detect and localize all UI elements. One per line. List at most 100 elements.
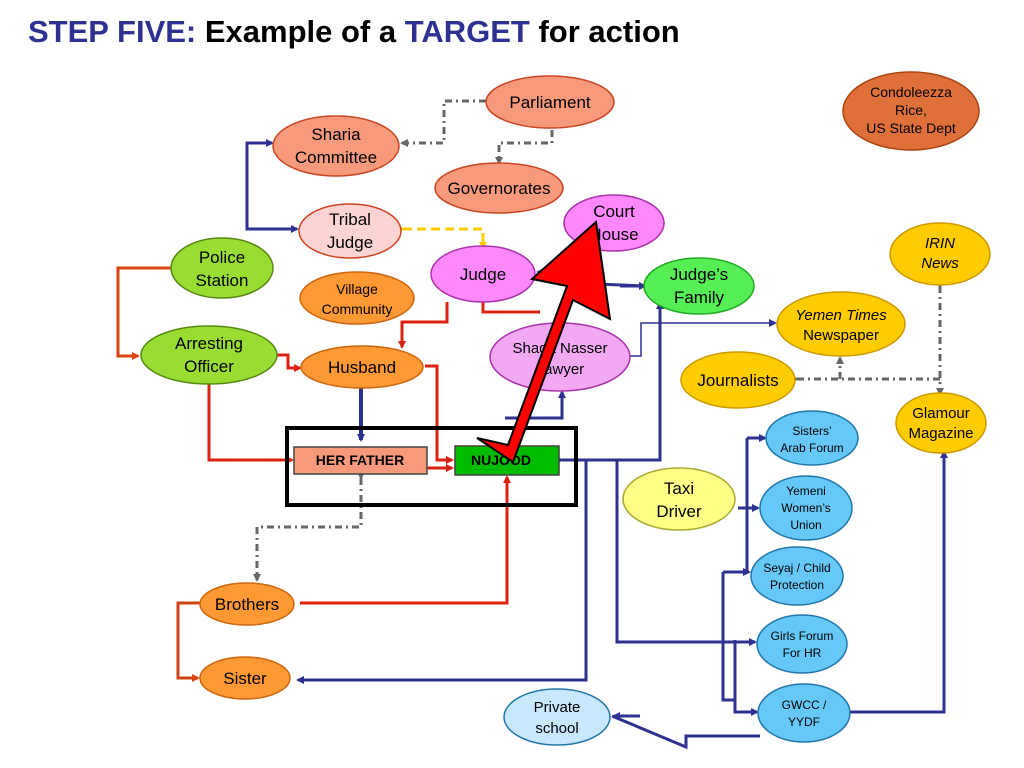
node-village-community[interactable]: Village Community	[299, 271, 415, 325]
node-seyaj-line2: Protection	[770, 578, 824, 592]
connector-gwcc-school	[611, 714, 760, 750]
title-example: Example of a	[196, 14, 405, 49]
node-condoleezza-line2: Rice,	[895, 102, 927, 118]
node-yemeni-line1: Yemeni	[786, 484, 826, 498]
node-taxi-line1: Taxi	[664, 479, 694, 498]
connectors	[116, 97, 948, 750]
node-officer-line1: Arresting	[175, 334, 243, 353]
node-sisters-line1: Sisters’	[792, 424, 831, 438]
node-judge[interactable]: Judge	[430, 245, 536, 303]
node-village-line2: Community	[322, 301, 393, 317]
title-step: STEP FIVE:	[28, 14, 197, 49]
node-judges-family-line1: Judge’s	[670, 265, 728, 284]
node-tribal-line1: Tribal	[329, 210, 371, 229]
connector-tribal-judge-judge	[397, 225, 487, 250]
title-action: for action	[529, 14, 680, 49]
node-irin-line1: IRIN	[925, 235, 955, 252]
node-journalists[interactable]: Journalists	[680, 351, 796, 409]
node-yemeni-line3: Union	[790, 518, 821, 532]
node-taxi-driver[interactable]: Taxi Driver	[622, 467, 736, 531]
node-governorates[interactable]: Governorates	[434, 162, 564, 214]
node-police-line2: Station	[196, 271, 249, 290]
connector-judge-husband	[398, 302, 449, 349]
node-journalists-label: Journalists	[697, 371, 778, 390]
connector-father-brothers	[253, 472, 365, 582]
node-girls-forum-line2: For HR	[783, 646, 822, 660]
connector-ngo-trunk	[721, 438, 749, 702]
node-sister[interactable]: Sister	[199, 656, 291, 700]
connector-parliament-sharia	[400, 97, 492, 147]
node-brothers[interactable]: Brothers	[199, 582, 295, 626]
node-arresting-officer[interactable]: Arresting Officer	[140, 325, 278, 385]
connector-nujood-family	[556, 301, 664, 464]
node-officer-line2: Officer	[184, 357, 234, 376]
node-glamour[interactable]: Glamour Magazine	[895, 392, 987, 454]
node-gwcc[interactable]: GWCC / YYDF	[757, 683, 851, 743]
connector-brothers-nujood	[300, 475, 511, 605]
node-seyaj-line1: Seyaj / Child	[763, 561, 830, 575]
node-girls-forum-line1: Girls Forum	[771, 629, 834, 643]
connector-husband-nujood	[425, 364, 454, 464]
node-parliament[interactable]: Parliament	[485, 75, 615, 129]
slide-title: STEP FIVE: Example of a TARGET for actio…	[28, 14, 680, 50]
node-judges-family[interactable]: Judge’s Family	[643, 257, 755, 315]
node-sharia-line1: Sharia	[311, 125, 361, 144]
node-condoleezza[interactable]: Condoleezza Rice, US State Dept	[842, 71, 980, 151]
node-governorates-label: Governorates	[448, 179, 551, 198]
node-village-line1: Village	[336, 281, 378, 297]
node-police-station[interactable]: Police Station	[170, 237, 274, 299]
node-police-line1: Police	[199, 248, 245, 267]
node-tribal-line2: Judge	[327, 233, 373, 252]
node-court-line2: House	[589, 225, 638, 244]
connector-to-gwcc	[733, 640, 759, 716]
node-school-line1: Private	[534, 699, 581, 716]
node-lawyer[interactable]: Shada Nasser Lawyer	[489, 322, 631, 392]
node-sisters-arab-forum[interactable]: Sisters’ Arab Forum	[765, 410, 859, 466]
connector-officer-husband	[277, 353, 302, 372]
node-condoleezza-line3: US State Dept	[866, 120, 956, 136]
node-yemen-times-line1: Yemen Times	[795, 307, 887, 324]
connector-judge-lawyer	[481, 302, 540, 314]
node-court-line1: Court	[593, 202, 635, 221]
node-girls-forum[interactable]: Girls Forum For HR	[756, 614, 848, 674]
node-husband[interactable]: Husband	[300, 345, 424, 389]
connector-lawyer-yemen-times	[630, 319, 777, 357]
connector-parliament-governorates	[495, 130, 554, 165]
node-sharia-committee[interactable]: Sharia Committee	[272, 115, 400, 177]
node-parliament-label: Parliament	[509, 93, 591, 112]
node-gwcc-line1: GWCC /	[782, 698, 827, 712]
node-gwcc-line2: YYDF	[788, 715, 820, 729]
node-judges-family-line2: Family	[674, 288, 725, 307]
node-seyaj[interactable]: Seyaj / Child Protection	[750, 546, 844, 606]
node-sister-label: Sister	[223, 669, 267, 688]
node-condoleezza-line1: Condoleezza	[870, 84, 952, 100]
node-tribal-judge[interactable]: Tribal Judge	[298, 203, 402, 259]
node-her-father-label: HER FATHER	[316, 452, 404, 468]
connector-gwcc-glamour	[844, 450, 948, 716]
node-her-father[interactable]: HER FATHER	[293, 446, 428, 475]
connector-nujood-sister	[296, 460, 588, 684]
connector-police-officer	[116, 266, 172, 360]
node-irin-news[interactable]: IRIN News	[889, 222, 991, 286]
connector-brothers-sister	[176, 601, 204, 682]
node-taxi-line2: Driver	[656, 502, 702, 521]
node-school-line2: school	[535, 720, 578, 737]
node-lawyer-line1: Shada Nasser	[512, 340, 607, 357]
title-target: TARGET	[404, 14, 530, 49]
node-yemeni-line2: Women’s	[781, 501, 831, 515]
node-irin-line2: News	[921, 255, 959, 272]
node-yemeni-womens-union[interactable]: Yemeni Women’s Union	[759, 475, 853, 541]
node-sharia-line2: Committee	[295, 148, 377, 167]
node-sisters-line2: Arab Forum	[780, 441, 843, 455]
node-yemen-times-line2: Newspaper	[803, 327, 879, 344]
connector-officer-father	[207, 383, 294, 464]
node-yemen-times[interactable]: Yemen Times Newspaper	[776, 291, 906, 357]
node-glamour-line2: Magazine	[908, 425, 973, 442]
node-judge-label: Judge	[460, 265, 506, 284]
node-glamour-line1: Glamour	[912, 405, 970, 422]
node-private-school[interactable]: Private school	[503, 688, 611, 746]
node-husband-label: Husband	[328, 358, 396, 377]
connector-nujood-girls-forum	[600, 458, 757, 646]
target-arrow	[476, 220, 612, 464]
